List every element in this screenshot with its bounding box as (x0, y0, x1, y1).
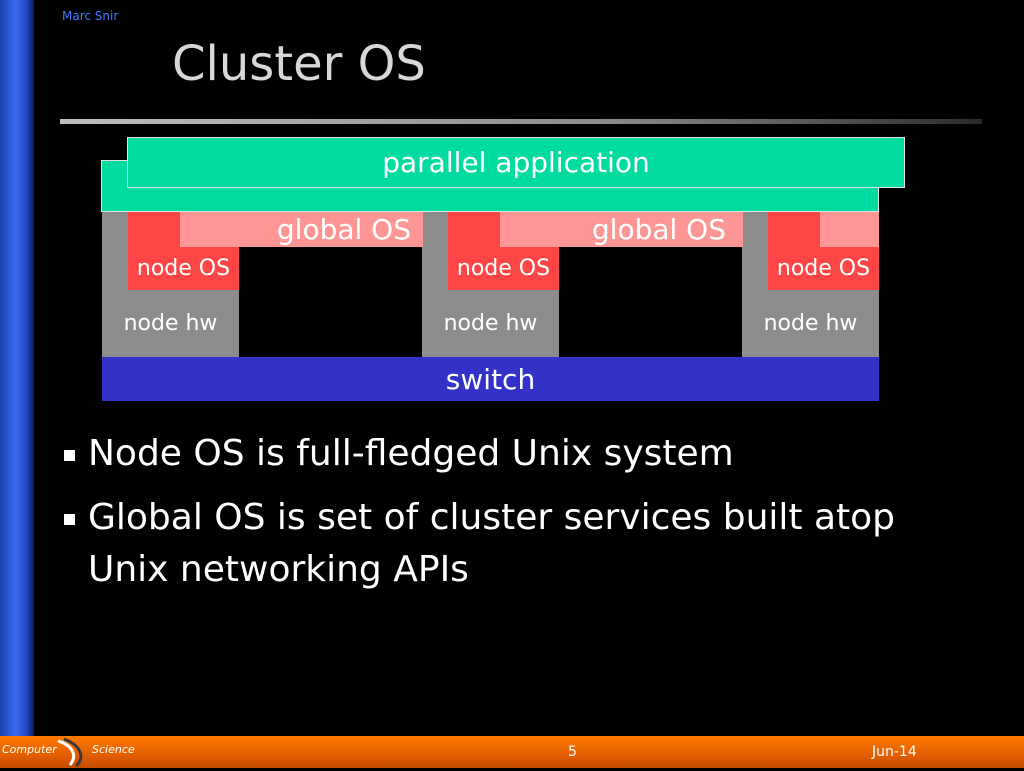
switch-label: switch (445, 362, 536, 396)
node-hw-3: node hw (742, 290, 879, 357)
author-label: Marc Snir (62, 9, 119, 23)
node-os-1: node OS (128, 247, 239, 290)
node-hw-2-label: node hw (443, 311, 538, 336)
logo-word-computer: Computer (2, 743, 57, 756)
bullet-text: Node OS is full-fledged Unix system (88, 433, 734, 474)
logo-swoosh-icon (57, 737, 83, 768)
parallel-application-box: parallel application (127, 137, 905, 188)
computer-science-logo: Computer Science (0, 737, 150, 768)
page-number: 5 (568, 744, 577, 760)
parallel-application-label: parallel application (382, 146, 650, 179)
global-os-2: global OS (500, 212, 743, 247)
node-os-2: node OS (448, 247, 559, 290)
node-hw-1: node hw (102, 290, 239, 357)
bullet-item: Node OS is full-fledged Unix system (60, 428, 960, 480)
square-bullet-icon (64, 514, 75, 525)
switch-bar: switch (102, 357, 879, 401)
global-os-2-label: global OS (591, 213, 726, 246)
logo-word-science: Science (92, 743, 135, 756)
node-os-3-label: node OS (776, 256, 871, 281)
left-accent-bar (0, 0, 34, 768)
bullet-text: Global OS is set of cluster services bui… (88, 497, 896, 590)
node-os-2-label: node OS (456, 256, 551, 281)
node-hw-1-label: node hw (123, 311, 218, 336)
footer-date: Jun-14 (872, 744, 917, 760)
slide-title: Cluster OS (172, 36, 426, 92)
bullet-item: Global OS is set of cluster services bui… (60, 492, 908, 596)
node-2-red-tab (448, 212, 500, 247)
node-os-3: node OS (768, 247, 879, 290)
global-os-1: global OS (180, 212, 423, 247)
footer-bar (0, 736, 1024, 768)
square-bullet-icon (64, 450, 75, 461)
global-os-right-segment (820, 212, 879, 247)
title-divider (60, 119, 982, 124)
bullet-list: Node OS is full-fledged Unix system Glob… (60, 428, 960, 608)
global-os-1-label: global OS (276, 213, 411, 246)
node-3-red-tab (768, 212, 820, 247)
node-hw-3-label: node hw (763, 311, 858, 336)
node-1-red-tab (128, 212, 180, 247)
node-hw-2: node hw (422, 290, 559, 357)
node-os-1-label: node OS (136, 256, 231, 281)
